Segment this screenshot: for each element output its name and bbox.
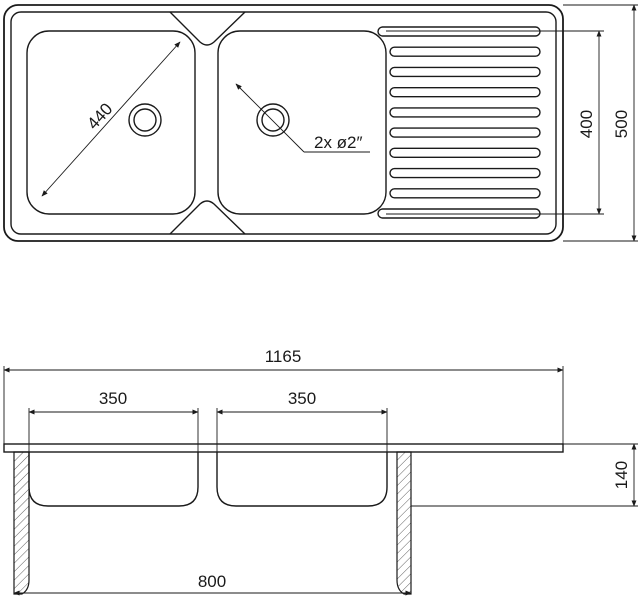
drainer-groove [389, 86, 541, 98]
right-bowl [217, 30, 387, 215]
left-bowl-profile [28, 452, 199, 507]
right-bowl-profile [216, 452, 388, 507]
drainer-groove [389, 167, 541, 179]
drainer-groove [389, 107, 541, 118]
cabinet-width-label: 800 [198, 572, 226, 591]
outer-height-label: 500 [612, 110, 631, 138]
inner-height-label: 400 [577, 110, 596, 138]
top-view: 440 2x ø2″ 400 500 [3, 4, 638, 242]
right-cabinet-panel [396, 451, 412, 595]
drainer-groove [389, 188, 541, 199]
left-bowl [26, 30, 196, 215]
overall-width-label: 1165 [265, 347, 302, 366]
drainer-groove [377, 26, 541, 37]
right-drain-icon [256, 103, 290, 137]
top-divider-notch [169, 11, 246, 46]
diagonal-dimension-line [41, 41, 181, 197]
drainer-groove [389, 46, 541, 57]
sink-deck-profile [3, 443, 564, 453]
sink-inner-rim [10, 11, 557, 235]
front-view: 1165 350 350 140 800 [3, 347, 638, 596]
sink-outer-rim [3, 4, 564, 242]
drainer-grooves [377, 26, 541, 219]
bottom-divider-notch [169, 200, 246, 235]
drainer-groove [389, 127, 541, 138]
drain-size-label: 2x ø2″ [314, 133, 363, 152]
depth-label: 140 [612, 461, 631, 489]
diagonal-dimension-label: 440 [83, 99, 116, 133]
drain-leader-line [235, 83, 305, 153]
left-bowl-width-label: 350 [99, 389, 127, 408]
drainer-groove [377, 208, 541, 219]
left-drain-icon [128, 103, 162, 137]
drainer-groove [389, 147, 541, 159]
drainer-groove [389, 66, 541, 78]
right-bowl-width-label: 350 [288, 389, 316, 408]
left-cabinet-panel [13, 451, 30, 595]
